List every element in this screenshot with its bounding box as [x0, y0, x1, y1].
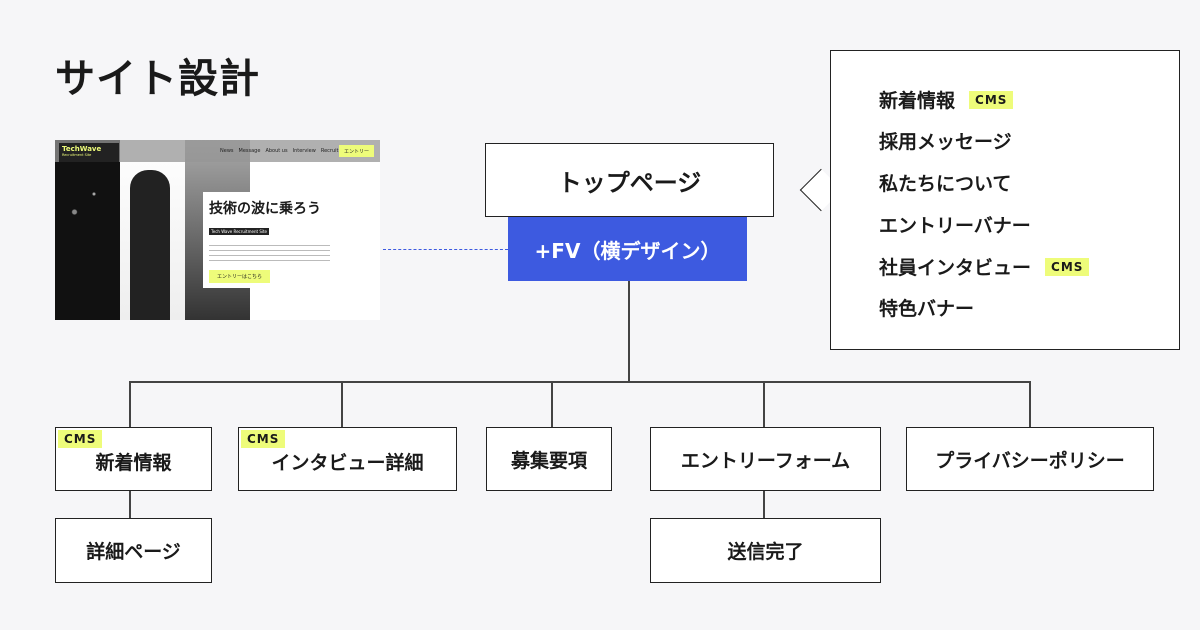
page-box-entry-form: エントリーフォーム	[650, 427, 881, 491]
thumb-entry-button: エントリー	[339, 145, 374, 157]
thumb-logo-sub: Recruitment Site	[62, 153, 92, 157]
thumb-headline: 技術の波に乗ろう	[209, 201, 321, 217]
cms-badge: CMS	[58, 430, 103, 448]
thumb-tagline: Tech Wave Recruitment Site	[209, 228, 270, 235]
photo-person	[120, 140, 185, 320]
tree-line	[1029, 381, 1031, 427]
page-box-news-detail: 詳細ページ	[55, 518, 212, 583]
photo-lights	[55, 140, 120, 320]
top-page-box: トップページ	[485, 143, 774, 217]
page-title: サイト設計	[55, 56, 260, 102]
thumb-hero-card: 技術の波に乗ろう Tech Wave Recruitment Site エントリ…	[203, 192, 336, 288]
thumb-logo: TechWave	[62, 145, 102, 153]
tree-line	[129, 381, 1030, 383]
page-box-privacy: プライバシーポリシー	[906, 427, 1154, 491]
cms-badge: CMS	[241, 430, 286, 448]
thumb-nav-item: News	[220, 148, 234, 154]
dashed-connector	[383, 249, 508, 250]
fv-box: +FV（横デザイン）	[508, 217, 747, 281]
section-item: 採用メッセージ	[879, 131, 1012, 153]
thumb-nav-item: About us	[265, 148, 288, 154]
thumbnail-nav: TechWave Recruitment Site News Message A…	[55, 140, 380, 162]
section-item: エントリーバナー	[879, 215, 1031, 237]
top-page-thumbnail: TechWave Recruitment Site News Message A…	[55, 140, 380, 320]
thumb-nav-item: Recruit	[320, 148, 339, 154]
tree-line	[551, 381, 553, 427]
tree-line	[628, 281, 630, 381]
thumb-body-text	[209, 243, 330, 263]
page-box-requirements: 募集要項	[486, 427, 612, 491]
tree-line	[341, 381, 343, 427]
thumb-cta: エントリーはこちら	[209, 270, 271, 283]
thumb-nav-item: Interview	[292, 148, 316, 154]
section-item: 特色バナー	[879, 298, 975, 320]
thumb-nav-item: Message	[238, 148, 261, 154]
section-item: 私たちについて	[879, 173, 1012, 195]
page-box-complete: 送信完了	[650, 518, 881, 583]
cms-badge: CMS	[1045, 257, 1090, 276]
cms-badge: CMS	[969, 90, 1014, 109]
